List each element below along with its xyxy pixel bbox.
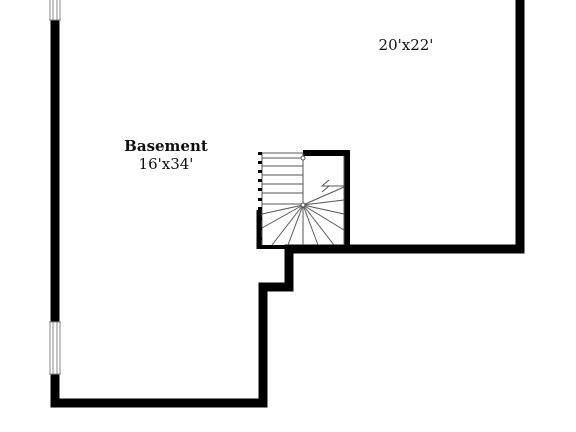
- room-dimensions-second-area: 20'x22': [378, 36, 434, 54]
- exterior-wall-outline: [50, 0, 525, 408]
- stair-enclosure-wall: [303, 150, 350, 249]
- window-bottom-left: [49, 321, 61, 375]
- stair-tread-marks: [258, 152, 262, 240]
- window-top-left: [49, 0, 61, 21]
- room-name-basement: Basement: [124, 137, 208, 155]
- staircase: [261, 152, 345, 246]
- room-dimensions-basement: 16'x34': [138, 155, 194, 173]
